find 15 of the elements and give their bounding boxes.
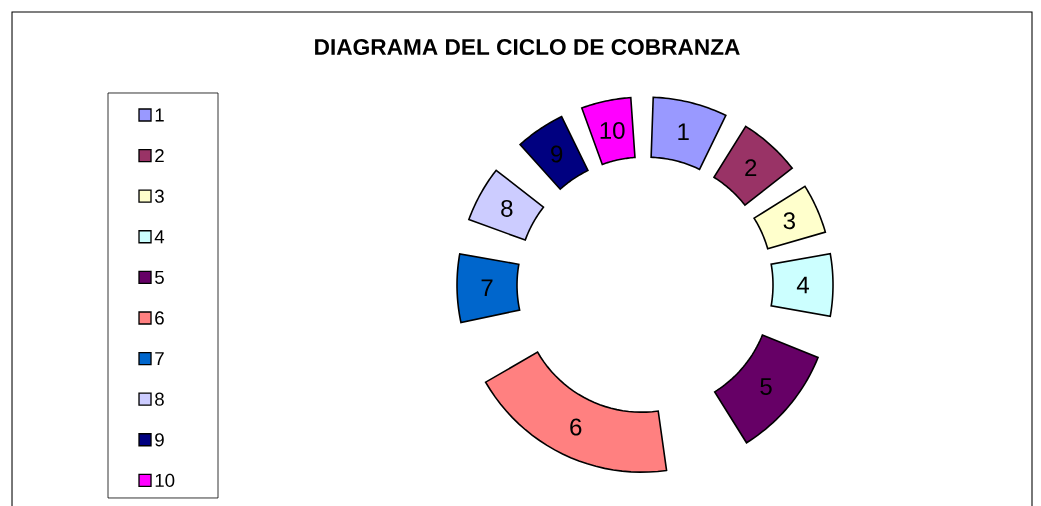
legend-label: 3	[155, 189, 164, 203]
legend-label: 4	[154, 230, 165, 244]
donut-segment: 4	[770, 252, 834, 318]
legend-label: 10	[155, 473, 175, 487]
chart-title: DIAGRAMA DEL CICLO DE COBRANZA	[315, 38, 740, 55]
legend-label: 9	[155, 433, 164, 447]
legend-label: 1	[155, 108, 164, 122]
legend-label: 7	[155, 352, 164, 365]
legend-label: 5	[155, 270, 164, 284]
donut-segment: 1	[650, 96, 727, 171]
legend-label: 8	[155, 392, 164, 406]
donut-segment: 6	[484, 351, 668, 473]
legend-label: 2	[155, 149, 164, 163]
donut-segment: 7	[456, 252, 521, 324]
legend-label: 6	[155, 311, 164, 325]
